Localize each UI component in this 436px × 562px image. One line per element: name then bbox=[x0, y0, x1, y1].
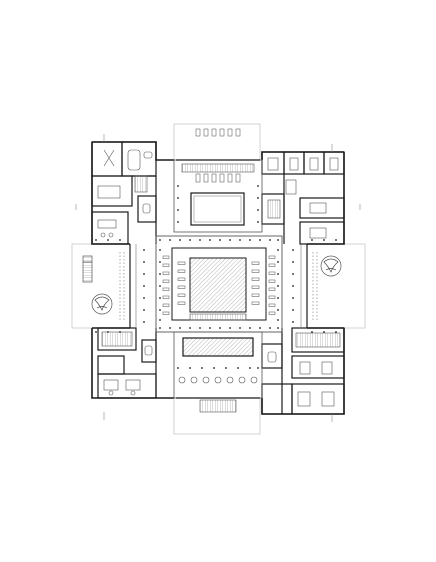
steps-bottom-central bbox=[189, 313, 247, 321]
ne-room-4 bbox=[323, 151, 345, 175]
west-wing bbox=[82, 252, 125, 320]
ne-room-2 bbox=[283, 151, 305, 175]
desk bbox=[97, 219, 117, 229]
sw-room-3 bbox=[97, 373, 157, 399]
section-markers bbox=[75, 134, 361, 422]
west-wing-outline bbox=[71, 243, 131, 329]
wc-unit bbox=[267, 351, 277, 363]
south-columns bbox=[177, 367, 259, 369]
central-pool bbox=[189, 257, 247, 313]
south-steps bbox=[199, 399, 237, 413]
ne-rooms bbox=[261, 151, 345, 245]
ne-room-3 bbox=[303, 151, 325, 175]
desk bbox=[125, 379, 141, 391]
nw-room-1 bbox=[91, 141, 123, 177]
bed bbox=[297, 391, 311, 407]
se-fixtures bbox=[267, 332, 341, 407]
loungers bbox=[162, 255, 276, 321]
se-room-5 bbox=[291, 383, 345, 415]
north-columns bbox=[177, 185, 259, 223]
loungers-right bbox=[268, 255, 276, 315]
corridors bbox=[129, 244, 308, 328]
bed bbox=[321, 361, 333, 375]
north-loungers bbox=[195, 173, 241, 183]
sw-room-1 bbox=[97, 327, 137, 351]
columns-left bbox=[159, 249, 161, 321]
basin bbox=[143, 151, 153, 159]
north-court bbox=[173, 128, 263, 233]
desk bbox=[103, 379, 119, 391]
nw-rooms bbox=[91, 141, 157, 245]
nw-room-4 bbox=[91, 211, 129, 245]
nw-wc bbox=[137, 195, 157, 223]
column-grid bbox=[159, 239, 279, 329]
nw-block-wall bbox=[91, 141, 174, 245]
north-steps bbox=[181, 163, 255, 173]
sw-fixtures bbox=[101, 331, 153, 396]
se-room-4 bbox=[261, 383, 293, 415]
nw-room-3 bbox=[91, 175, 133, 207]
ne-room-1 bbox=[261, 151, 285, 175]
bed bbox=[299, 361, 311, 375]
nw-fixtures bbox=[97, 149, 153, 238]
loungers-left bbox=[162, 255, 170, 315]
corridor-columns bbox=[143, 249, 294, 323]
perimeter-columns bbox=[95, 239, 337, 333]
columns-top bbox=[159, 239, 279, 241]
ne-room-6 bbox=[299, 197, 345, 219]
sw-rooms bbox=[97, 327, 157, 399]
west-stair bbox=[82, 255, 93, 283]
counter bbox=[285, 179, 297, 195]
stair-nw bbox=[134, 175, 148, 193]
wc-unit bbox=[142, 203, 151, 214]
bath bbox=[127, 149, 141, 171]
ne-room-7 bbox=[299, 221, 345, 245]
east-wing-outline bbox=[306, 243, 366, 329]
bed bbox=[309, 157, 319, 171]
south-seats bbox=[178, 376, 258, 384]
se-room-3 bbox=[291, 355, 345, 379]
bed bbox=[329, 157, 339, 171]
north-entry-loungers bbox=[195, 128, 241, 137]
bed bbox=[97, 185, 121, 199]
south-court bbox=[173, 331, 263, 413]
loungers-court-left bbox=[177, 261, 186, 305]
se-room-2 bbox=[261, 343, 283, 369]
sw-room-4 bbox=[141, 339, 157, 363]
se-room-1 bbox=[291, 327, 345, 353]
bed bbox=[321, 391, 335, 407]
stair-sw bbox=[101, 331, 133, 347]
columns-bottom bbox=[159, 327, 279, 329]
bed bbox=[267, 157, 279, 171]
bed bbox=[289, 157, 299, 171]
sw-room-2 bbox=[97, 355, 125, 375]
central-block bbox=[155, 235, 283, 333]
stair-ne bbox=[267, 199, 281, 219]
south-pool bbox=[182, 337, 254, 357]
wc-unit bbox=[144, 345, 153, 356]
north-pool bbox=[190, 192, 245, 226]
loungers-court-right bbox=[251, 261, 260, 305]
north-entry-outline bbox=[173, 123, 261, 161]
nw-room-2 bbox=[121, 141, 157, 177]
east-wing bbox=[312, 252, 342, 320]
west-planter-circle bbox=[91, 293, 113, 315]
ne-fixtures bbox=[267, 157, 339, 239]
stair-se bbox=[295, 332, 341, 348]
bed bbox=[309, 227, 327, 239]
columns-right bbox=[277, 249, 279, 321]
bed bbox=[309, 202, 327, 214]
east-planter-circle bbox=[320, 255, 342, 277]
